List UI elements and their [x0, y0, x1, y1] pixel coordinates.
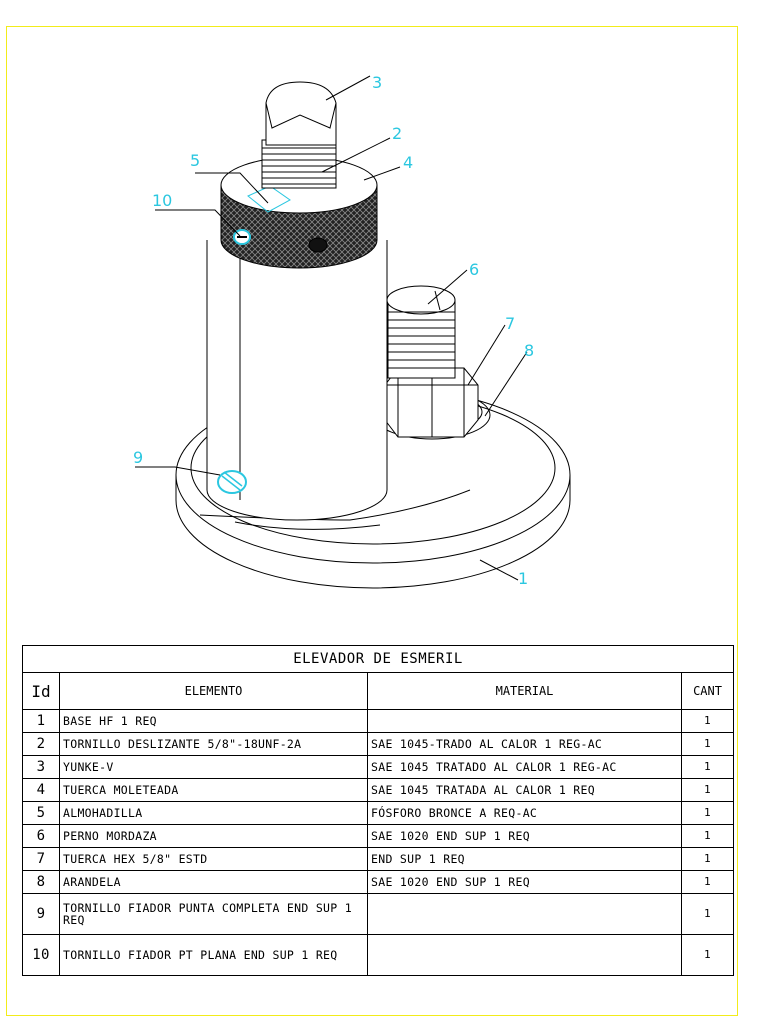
table-row: 4 TUERCA MOLETEADA SAE 1045 TRATADA AL C… [22, 778, 735, 802]
callout-3: 3 [372, 73, 382, 92]
callout-2: 2 [392, 124, 402, 143]
table-row: 6 PERNO MORDAZA SAE 1020 END SUP 1 REQ 1 [22, 824, 735, 848]
row-id: 10 [22, 934, 60, 976]
main-cylinder [206, 240, 388, 521]
table-row: 9 TORNILLO FIADOR PUNTA COMPLETA END SUP… [22, 893, 735, 935]
row-id: 4 [22, 778, 60, 802]
row-id: 2 [22, 732, 60, 756]
row-element: ARANDELA [59, 870, 368, 894]
sliding-screw-part [261, 139, 337, 189]
assembly-drawing: 1 2 3 4 5 6 7 8 9 10 [133, 73, 571, 589]
row-element: ALMOHADILLA [59, 801, 368, 825]
row-material [367, 709, 682, 733]
callout-1: 1 [518, 569, 528, 588]
table-row: 1 BASE HF 1 REQ 1 [22, 709, 735, 733]
table-row: 8 ARANDELA SAE 1020 END SUP 1 REQ 1 [22, 870, 735, 894]
jaw-bolt-part [386, 285, 456, 379]
row-material: SAE 1045 TRATADA AL CALOR 1 REQ [367, 778, 682, 802]
table-row: 3 YUNKE-V SAE 1045 TRATADO AL CALOR 1 RE… [22, 755, 735, 779]
row-element: TUERCA MOLETEADA [59, 778, 368, 802]
header-element: ELEMENTO [59, 672, 368, 710]
header-qty: CANT [680, 672, 735, 710]
leader-lines [135, 75, 528, 581]
v-anvil-part [265, 81, 337, 146]
row-id: 7 [22, 847, 60, 871]
row-element: TUERCA HEX 5/8" ESTD [59, 847, 368, 871]
row-id: 5 [22, 801, 60, 825]
table-row: 7 TUERCA HEX 5/8" ESTD END SUP 1 REQ 1 [22, 847, 735, 871]
row-material: FÓSFORO BRONCE A REQ-AC [367, 801, 682, 825]
row-material [367, 893, 682, 935]
row-material: END SUP 1 REQ [367, 847, 682, 871]
callout-5: 5 [190, 151, 200, 170]
row-id: 9 [22, 893, 60, 935]
row-qty: 1 [680, 778, 735, 802]
callout-4: 4 [403, 153, 413, 172]
row-element: BASE HF 1 REQ [59, 709, 368, 733]
row-qty: 1 [680, 801, 735, 825]
row-material: SAE 1020 END SUP 1 REQ [367, 824, 682, 848]
row-id: 1 [22, 709, 60, 733]
bill-of-materials-table: ELEVADOR DE ESMERIL Id ELEMENTO MATERIAL… [21, 645, 735, 976]
header-id: Id [22, 672, 60, 710]
header-material: MATERIAL [367, 672, 682, 710]
row-material: SAE 1020 END SUP 1 REQ [367, 870, 682, 894]
row-element: TORNILLO DESLIZANTE 5/8"-18UNF-2A [59, 732, 368, 756]
table-title: ELEVADOR DE ESMERIL [21, 645, 735, 673]
row-material: SAE 1045-TRADO AL CALOR 1 REG-AC [367, 732, 682, 756]
callout-6: 6 [469, 260, 479, 279]
row-qty: 1 [680, 824, 735, 848]
row-id: 8 [22, 870, 60, 894]
row-qty: 1 [680, 755, 735, 779]
drawing-frame [6, 26, 738, 1016]
row-material [367, 934, 682, 976]
callout-9: 9 [133, 448, 143, 467]
row-element: TORNILLO FIADOR PT PLANA END SUP 1 REQ [59, 934, 368, 976]
row-qty: 1 [680, 732, 735, 756]
table-row: 10 TORNILLO FIADOR PT PLANA END SUP 1 RE… [22, 934, 735, 976]
row-qty: 1 [680, 870, 735, 894]
callout-labels: 1 2 3 4 5 6 7 8 9 10 [133, 73, 534, 588]
row-id: 3 [22, 755, 60, 779]
row-element: YUNKE-V [59, 755, 368, 779]
row-element: PERNO MORDAZA [59, 824, 368, 848]
callout-10: 10 [152, 191, 172, 210]
table-row: 5 ALMOHADILLA FÓSFORO BRONCE A REQ-AC 1 [22, 801, 735, 825]
row-qty: 1 [680, 934, 735, 976]
callout-7: 7 [505, 314, 515, 333]
row-qty: 1 [680, 847, 735, 871]
row-qty: 1 [680, 893, 735, 935]
callout-8: 8 [524, 341, 534, 360]
row-qty: 1 [680, 709, 735, 733]
row-id: 6 [22, 824, 60, 848]
table-row: 2 TORNILLO DESLIZANTE 5/8"-18UNF-2A SAE … [22, 732, 735, 756]
row-element: TORNILLO FIADOR PUNTA COMPLETA END SUP 1… [59, 893, 368, 935]
row-material: SAE 1045 TRATADO AL CALOR 1 REG-AC [367, 755, 682, 779]
pad-part [247, 185, 291, 213]
set-screw-9 [217, 470, 247, 494]
